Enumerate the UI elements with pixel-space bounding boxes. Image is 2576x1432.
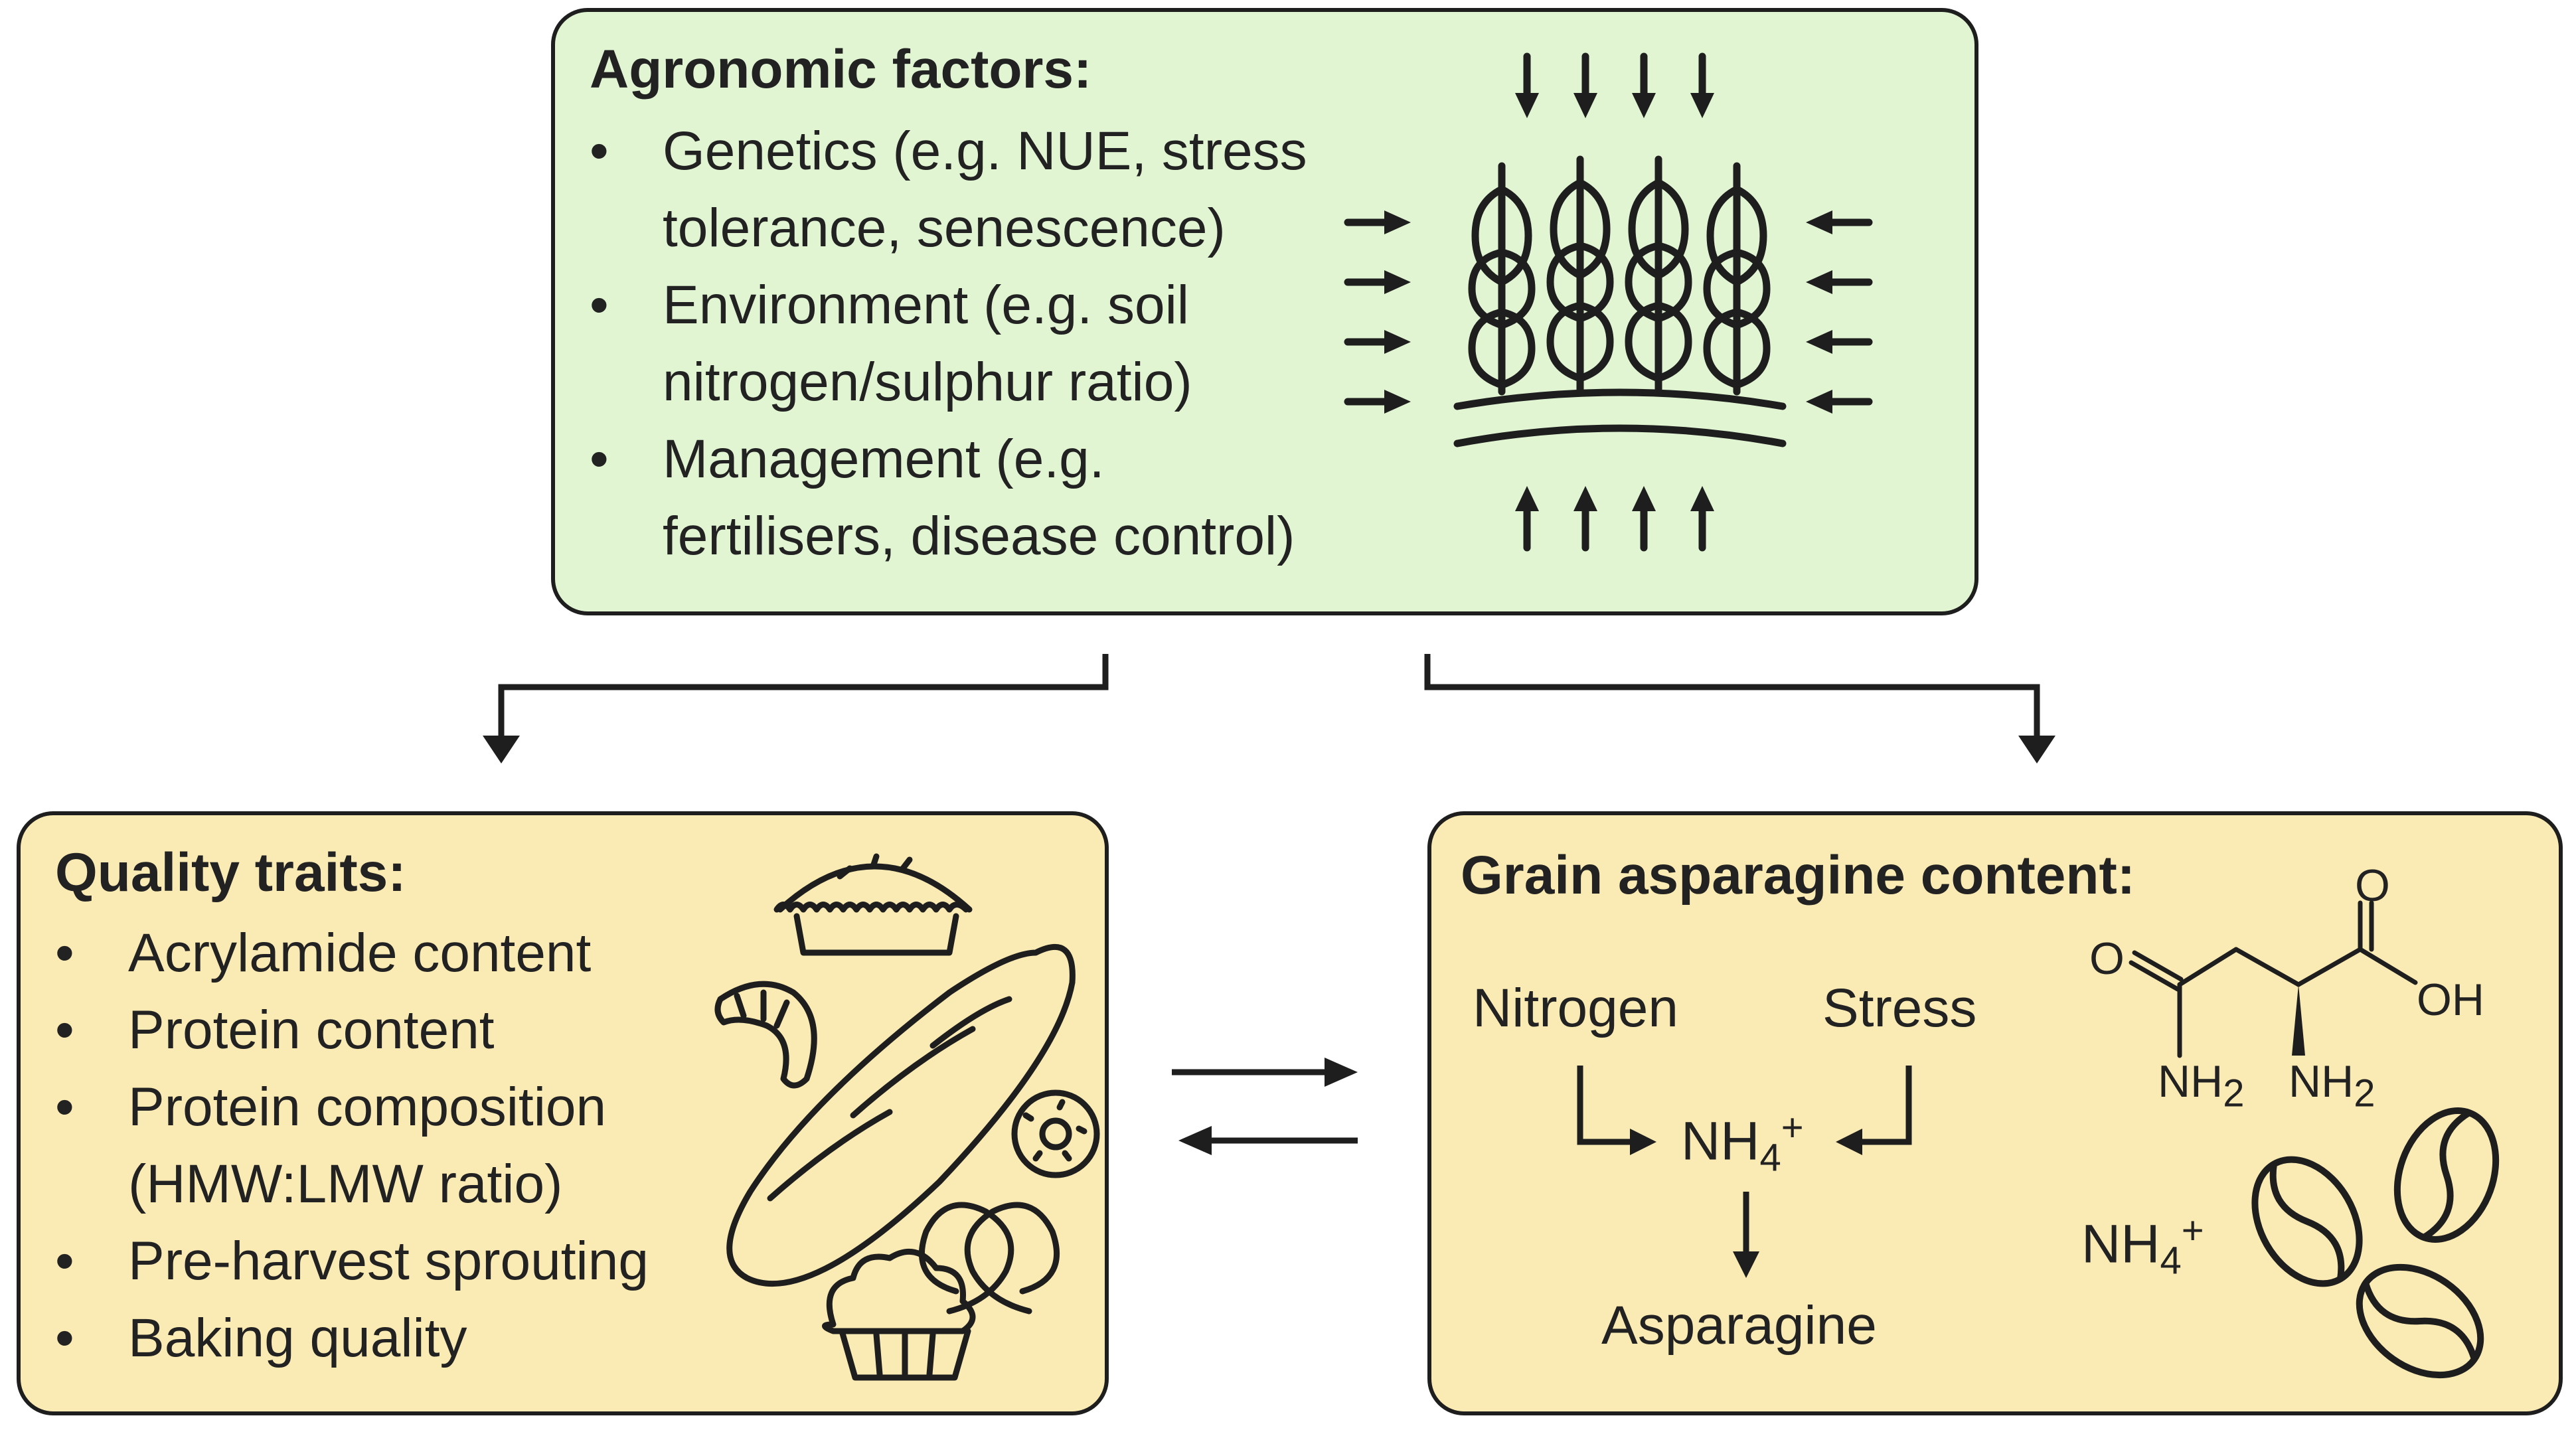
structure-oh: OH <box>2417 975 2484 1025</box>
baguette-icon <box>726 943 1076 1287</box>
connector-left-arrow <box>483 654 1109 763</box>
croissant-icon <box>714 981 817 1089</box>
connector-right-arrow <box>1424 654 2055 763</box>
structure-o-left: O <box>2089 933 2125 984</box>
ammonium-label-secondary: NH4+ <box>2081 1209 2204 1283</box>
asparagine-label: Asparagine <box>1601 1295 1877 1356</box>
wheat-stalk-icon <box>1468 162 1536 396</box>
arrows-up-icon <box>1515 486 1714 552</box>
reaction-arrows <box>1577 1066 1912 1278</box>
grain-asparagine-heading: Grain asparagine content: <box>1461 845 2136 906</box>
muffin-icon <box>822 1248 976 1381</box>
list-item: Baking quality <box>55 1300 649 1377</box>
list-item: Pre-harvest sprouting <box>55 1223 649 1300</box>
arrows-left-icon <box>1806 210 1873 414</box>
list-item: Acrylamide content <box>55 915 649 992</box>
wheat-stalk-icon <box>1546 155 1614 396</box>
pretzel-icon <box>918 1202 1060 1314</box>
wheat-stalk-icon <box>1625 155 1692 396</box>
coffee-bean-icon <box>2356 1263 2484 1379</box>
arrows-down-icon <box>1515 52 1714 118</box>
coffee-bean-icon <box>2393 1107 2500 1243</box>
agronomic-factors-heading: Agronomic factors: <box>590 39 1092 100</box>
stress-label: Stress <box>1822 978 1977 1038</box>
list-item: Protein composition(HMW:LMW ratio) <box>55 1069 649 1223</box>
list-item: Management (e.g.fertilisers, disease con… <box>590 421 1307 575</box>
pie-icon <box>773 853 973 956</box>
asparagine-structure-icon <box>2129 900 2418 1058</box>
structure-nh2-left: NH2 <box>2158 1056 2245 1115</box>
equilibrium-arrows <box>1172 1058 1358 1155</box>
donut-icon <box>1011 1089 1100 1178</box>
list-item: Protein content <box>55 992 649 1069</box>
wheat-stalk-icon <box>1703 162 1771 396</box>
coffee-bean-icon <box>2251 1156 2363 1287</box>
nitrogen-label: Nitrogen <box>1473 978 1678 1038</box>
ammonium-label: NH4+ <box>1681 1106 1804 1180</box>
structure-nh2-right: NH2 <box>2289 1056 2375 1115</box>
quality-traits-list: Acrylamide content Protein content Prote… <box>55 915 649 1377</box>
wheat-field-icon <box>1344 52 1873 552</box>
arrows-right-icon <box>1344 210 1411 414</box>
quality-traits-heading: Quality traits: <box>55 842 406 903</box>
